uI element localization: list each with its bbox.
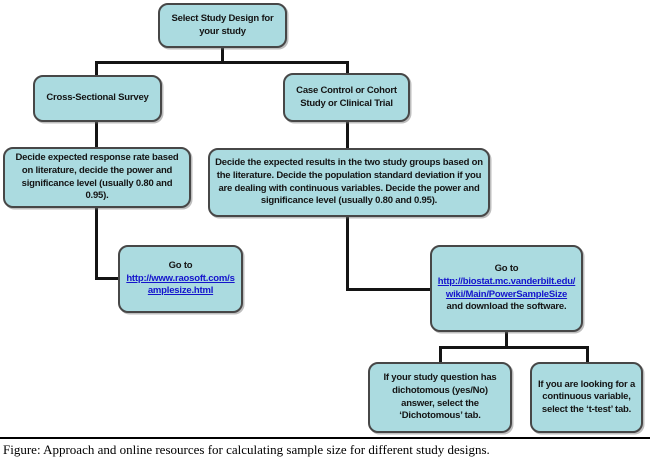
connector-decide-left-down xyxy=(95,206,98,280)
caption-divider xyxy=(0,437,650,439)
node-decide-expected-results: Decide the expected results in the two s… xyxy=(208,148,490,217)
node-decide-expected-results-label: Decide the expected results in the two s… xyxy=(215,157,483,207)
goto-vanderbilt-suffix: and download the software. xyxy=(446,301,567,313)
connector-elbow-to-vanderbilt xyxy=(346,288,433,291)
goto-vanderbilt-prefix: Go to xyxy=(494,263,519,275)
node-select-study-design: Select Study Design for your study xyxy=(158,3,287,48)
node-cross-sectional-survey-label: Cross-Sectional Survey xyxy=(46,92,149,104)
node-ttest-tab-label: If you are looking for a continuous vari… xyxy=(537,378,636,415)
node-goto-raosoft: Go to http://www.raosoft.com/samplesize.… xyxy=(118,245,243,313)
connector-case-to-decide xyxy=(346,120,349,150)
figure-caption: Figure: Approach and online resources fo… xyxy=(3,442,490,457)
node-cross-sectional-survey: Cross-Sectional Survey xyxy=(33,75,162,122)
node-decide-response-rate-label: Decide expected response rate based on l… xyxy=(15,152,179,202)
node-dichotomous-tab-label: If your study question has dichotomous (… xyxy=(383,372,497,422)
connector-cross-to-decide xyxy=(95,120,98,149)
connector-elbow-to-raosoft xyxy=(95,277,121,280)
node-case-control-cohort-label: Case Control or Cohort Study or Clinical… xyxy=(296,84,397,109)
connector-root-down xyxy=(221,47,224,64)
vanderbilt-link[interactable]: http://biostat.mc.vanderbilt.edu/wiki/Ma… xyxy=(437,275,576,300)
raosoft-link[interactable]: http://www.raosoft.com/samplesize.html xyxy=(126,272,235,297)
connector-to-case-control xyxy=(346,61,349,75)
connector-level4-horizontal xyxy=(439,346,589,349)
connector-decide-right-down xyxy=(346,215,349,291)
connector-vanderbilt-down xyxy=(505,331,508,348)
connector-to-dichotomous xyxy=(439,346,442,363)
node-case-control-cohort: Case Control or Cohort Study or Clinical… xyxy=(283,73,410,122)
node-select-study-design-label: Select Study Design for your study xyxy=(171,12,274,37)
goto-raosoft-prefix: Go to xyxy=(168,260,193,272)
node-decide-response-rate: Decide expected response rate based on l… xyxy=(3,147,191,208)
node-ttest-tab: If you are looking for a continuous vari… xyxy=(530,362,643,433)
connector-to-cross-sectional xyxy=(95,61,98,77)
connector-to-ttest xyxy=(586,346,589,363)
node-goto-vanderbilt: Go to http://biostat.mc.vanderbilt.edu/w… xyxy=(430,245,583,332)
node-dichotomous-tab: If your study question has dichotomous (… xyxy=(368,362,512,433)
connector-level1-horizontal xyxy=(95,61,349,64)
